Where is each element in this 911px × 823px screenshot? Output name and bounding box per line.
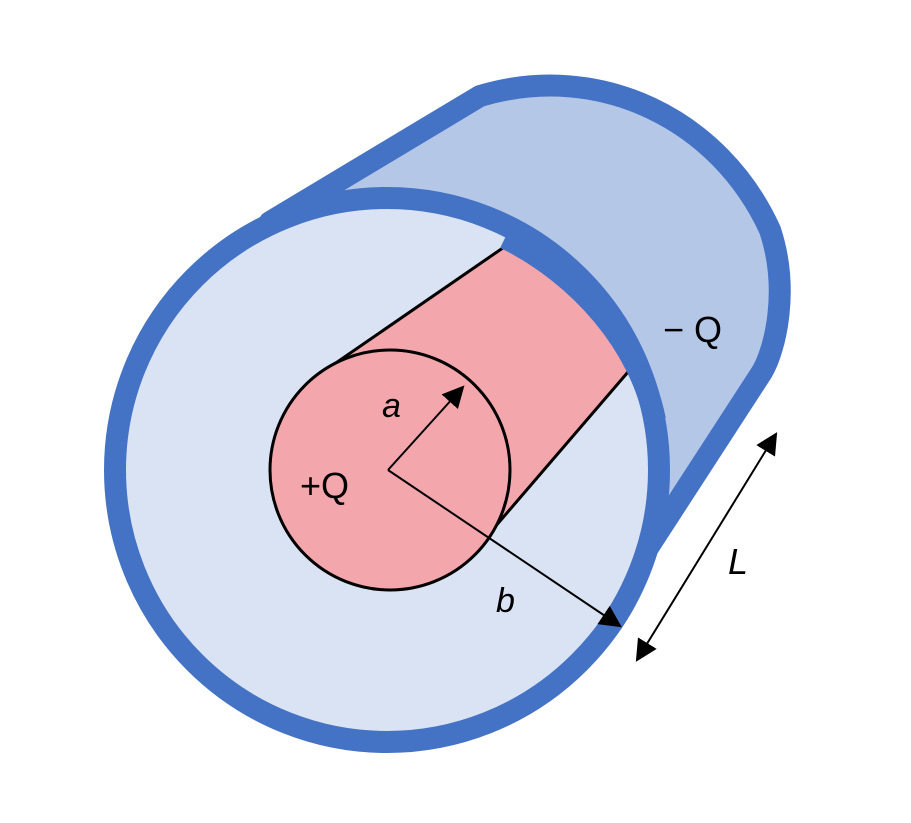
inner-conductor-top-edge: [329, 241, 511, 369]
label-inner-radius: a: [382, 387, 401, 425]
inner-conductor-bottom-edge: [486, 371, 630, 536]
label-outer-radius: b: [496, 582, 515, 620]
inner-conductor-end-face: [268, 348, 512, 592]
label-inner-charge: +Q: [300, 465, 349, 506]
outer-front-rim-overlay: [500, 228, 666, 423]
length-l-arrow: [635, 432, 778, 662]
radius-b-arrow: [387, 469, 622, 628]
radius-a-arrow: [387, 385, 465, 471]
label-outer-charge: − Q: [663, 309, 722, 350]
label-length: L: [728, 541, 748, 582]
